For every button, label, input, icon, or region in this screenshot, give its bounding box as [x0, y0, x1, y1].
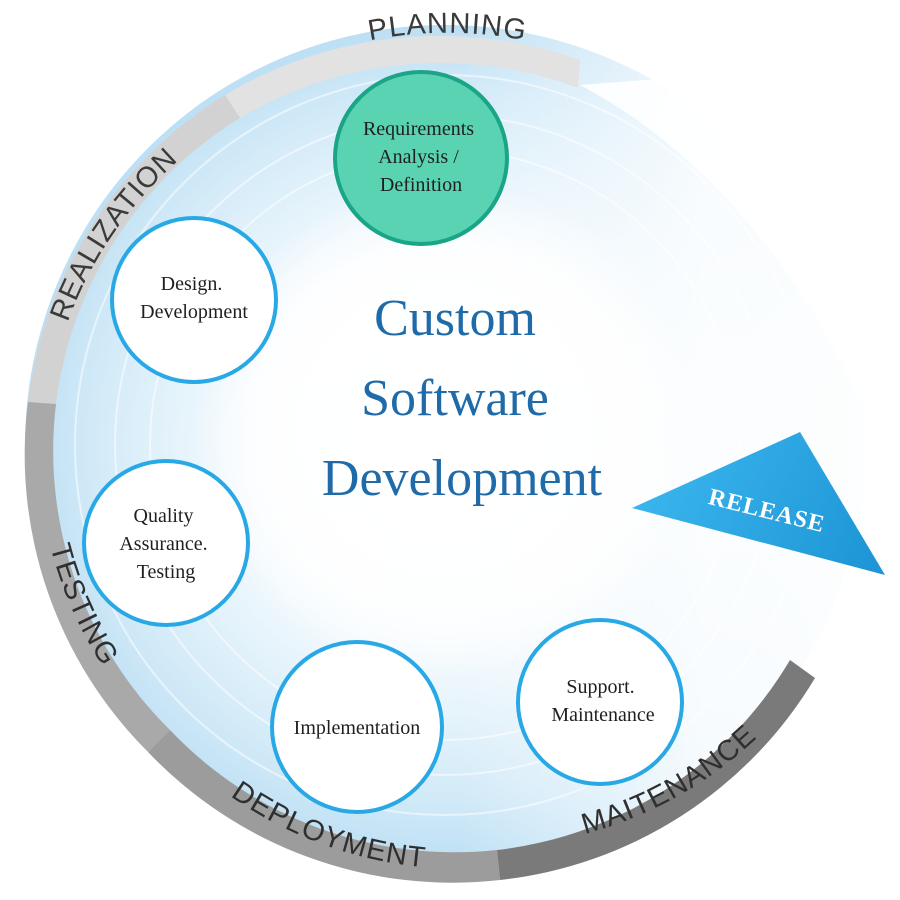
stage-requirements-label: Requirements Analysis / Definition: [363, 118, 479, 196]
stage-design-label: Design. Development: [140, 273, 248, 323]
stage-quality-label: Quality Assurance. Testing: [119, 505, 212, 583]
release-arrow: RELEASE: [632, 432, 885, 575]
stage-implementation: Implementation: [270, 640, 444, 814]
stage-requirements: Requirements Analysis / Definition: [333, 70, 509, 246]
title-line-2: Software: [361, 370, 549, 427]
title-line-3: Development: [322, 450, 603, 507]
stage-quality: Quality Assurance. Testing: [82, 459, 250, 627]
band-deployment: [148, 730, 500, 883]
stage-design: Design. Development: [110, 216, 278, 384]
stage-implementation-label: Implementation: [294, 717, 421, 739]
title-line-1: Custom: [374, 290, 536, 347]
right-gap: [580, 60, 900, 420]
band-maintenance: [497, 660, 815, 880]
band-planning: [225, 35, 580, 118]
band-realization: [28, 95, 240, 404]
band-testing: [24, 402, 170, 752]
diagram-title: Custom Software Development: [322, 290, 603, 507]
stage-support: Support. Maintenance: [516, 618, 684, 786]
stage-support-label: Support. Maintenance: [551, 676, 654, 726]
